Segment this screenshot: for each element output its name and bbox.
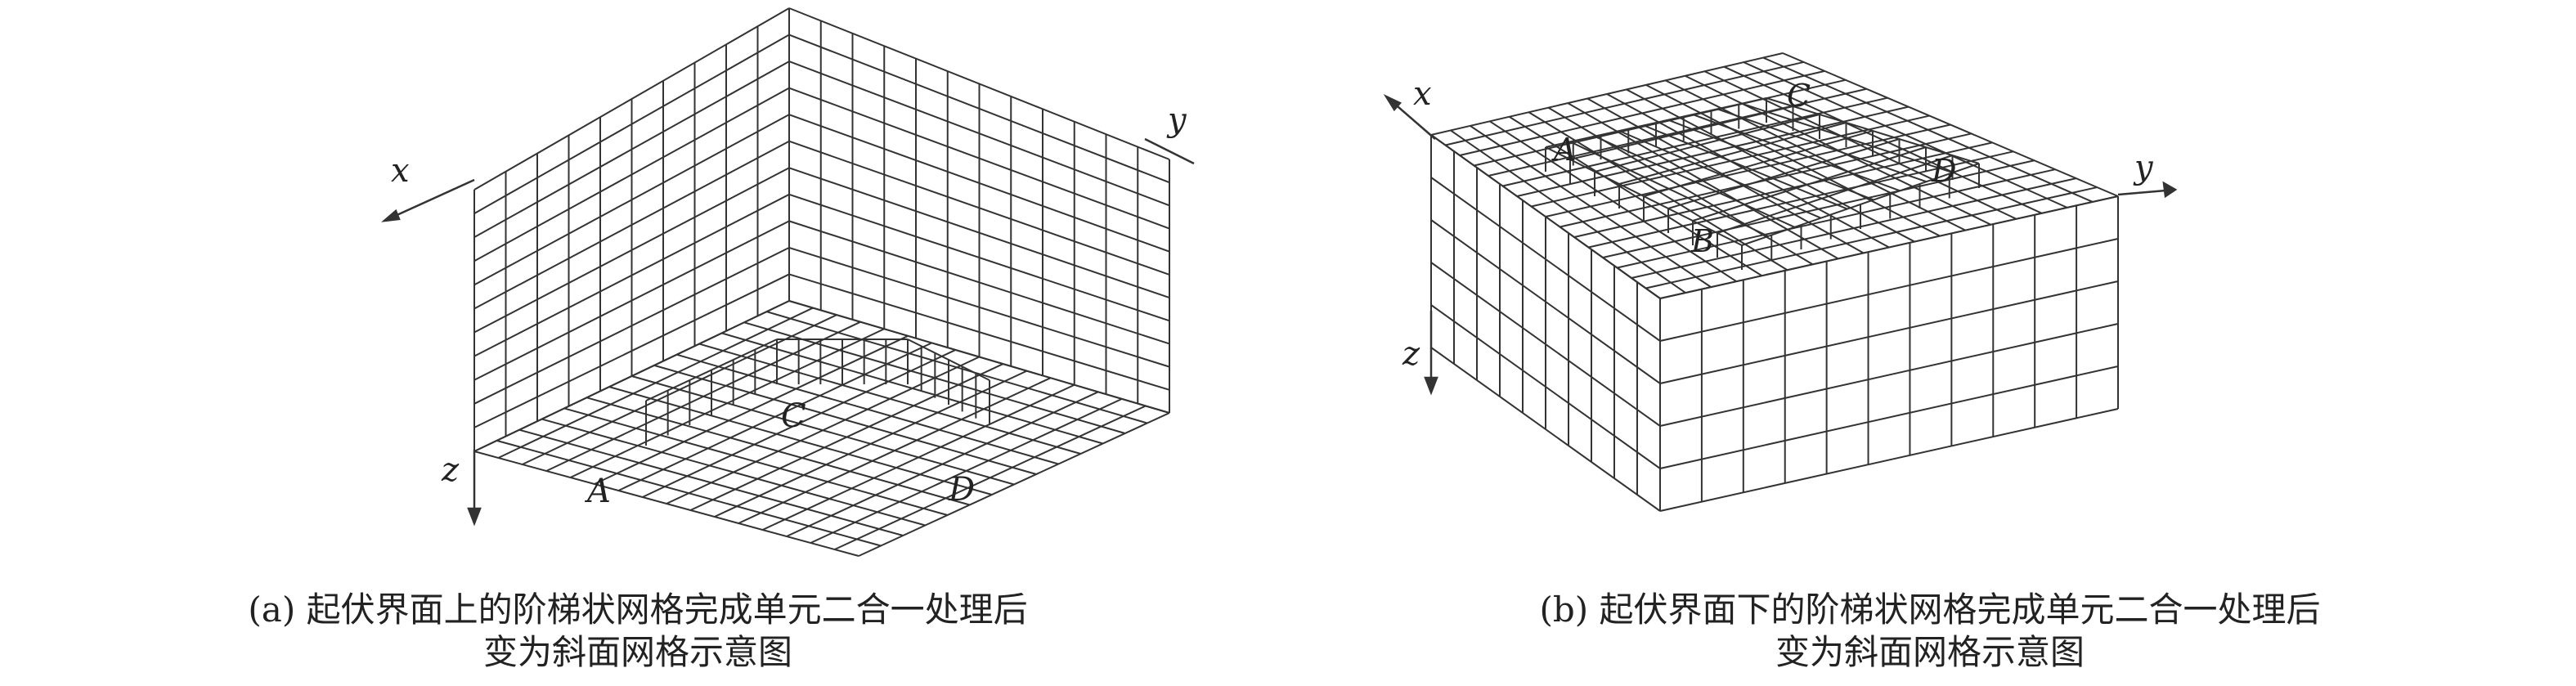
panel-a-caption-line2: 变为斜面网格示意图	[482, 632, 792, 672]
panel-b-caption: (b) 起伏界面下的阶梯状网格完成单元二合一处理后 变为斜面网格示意图	[1292, 589, 2568, 674]
panel-b-point-d: D	[1931, 153, 1956, 189]
panel-a-point-c: C	[781, 397, 806, 435]
panel-b-caption-line2: 变为斜面网格示意图	[1775, 632, 2085, 672]
panel-b-axes	[1383, 94, 2178, 396]
panel-a-caption-line1: (a) 起伏界面上的阶梯状网格完成单元二合一处理后	[248, 590, 1028, 630]
panel-b-point-c: C	[1787, 78, 1811, 114]
panel-a-axes	[381, 137, 1195, 527]
panel-b-point-a: A	[1551, 132, 1576, 168]
panel-a-x-axis-label: x	[391, 152, 410, 190]
panel-b-caption-line1: (b) 起伏界面下的阶梯状网格完成单元二合一处理后	[1539, 590, 2321, 630]
panel-a-mesh-diagram: x y z A C D	[381, 7, 1195, 557]
panel-b-point-b: B	[1690, 223, 1714, 259]
panel-b-mesh-diagram: x y z A B C D	[1383, 52, 2178, 512]
panel-a-z-axis-label: z	[441, 451, 460, 489]
panel-a-caption: (a) 起伏界面上的阶梯状网格完成单元二合一处理后 变为斜面网格示意图	[0, 589, 1276, 674]
panel-a-point-d: D	[948, 471, 975, 509]
panel-b-z-axis-label: z	[1402, 335, 1420, 373]
panel-a-mesh	[473, 7, 1170, 557]
panel-b-mesh	[1430, 52, 2119, 512]
panel-b-y-axis-label: y	[2133, 149, 2154, 186]
panel-b-x-axis-label: x	[1413, 75, 1432, 113]
panel-a-point-a: A	[584, 473, 611, 510]
panel-a-y-axis-label: y	[1166, 101, 1187, 139]
